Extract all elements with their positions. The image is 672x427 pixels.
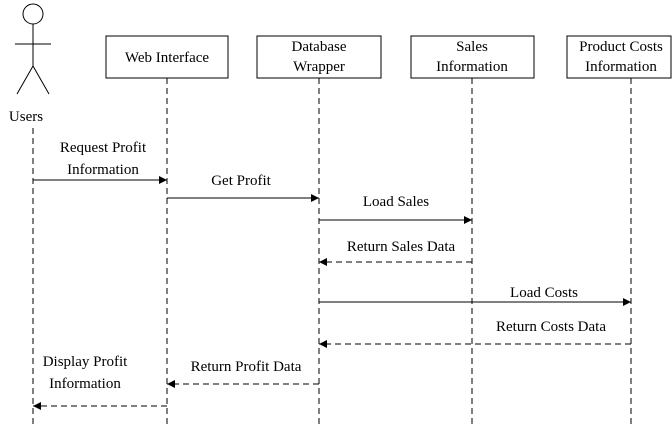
participant-label: Product Costs	[579, 39, 663, 55]
participant-label: Wrapper	[293, 59, 345, 75]
message-label: Information	[67, 162, 139, 178]
message-return-profit-data: Return Profit Data	[167, 359, 319, 388]
message-display-profit-information: Display Profit Information	[33, 354, 167, 410]
lifelines	[32, 78, 632, 424]
actor-users: Users	[9, 3, 51, 125]
participant-label: Information	[585, 59, 657, 75]
message-return-sales-data: Return Sales Data	[319, 239, 472, 266]
messages: Request Profit Information Get Profit Lo…	[33, 140, 631, 410]
participant-label: Database	[292, 39, 347, 55]
message-label: Information	[49, 376, 121, 392]
message-label: Get Profit	[211, 173, 271, 189]
message-label: Load Sales	[363, 194, 429, 210]
participant-database-wrapper: Database Wrapper	[256, 35, 382, 79]
message-label: Request Profit	[60, 140, 147, 156]
message-get-profit: Get Profit	[167, 173, 319, 202]
message-return-costs-data: Return Costs Data	[319, 319, 631, 348]
message-label: Return Costs Data	[496, 319, 606, 335]
participant-sales-information: Sales Information	[410, 35, 535, 79]
participants: Web Interface Database Wrapper Sales Inf…	[105, 35, 672, 79]
message-label: Return Profit Data	[191, 359, 302, 375]
participant-web-interface: Web Interface	[105, 35, 229, 79]
message-load-costs: Load Costs	[319, 285, 631, 306]
message-label: Return Sales Data	[347, 239, 456, 255]
message-load-sales: Load Sales	[319, 194, 472, 224]
message-label: Display Profit	[43, 354, 128, 370]
actor-label: Users	[9, 109, 43, 125]
stick-figure-icon	[15, 3, 51, 95]
participant-label: Web Interface	[125, 50, 209, 66]
message-label: Load Costs	[510, 285, 578, 301]
participant-product-costs-information: Product Costs Information	[566, 35, 672, 79]
message-request-profit-information: Request Profit Information	[33, 140, 167, 184]
participant-label: Information	[436, 59, 508, 75]
participant-label: Sales	[456, 39, 488, 55]
